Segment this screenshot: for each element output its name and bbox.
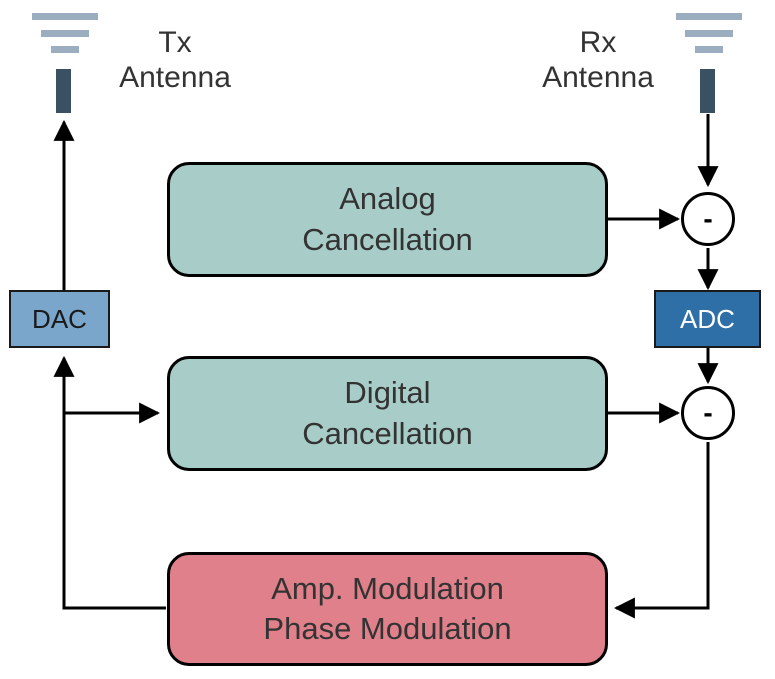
analog-block-line1: Analog bbox=[339, 181, 436, 217]
rx-antenna-icon bbox=[676, 13, 742, 113]
rx-antenna-label: Rx Antenna bbox=[528, 25, 668, 96]
rx-antenna-label-line2: Antenna bbox=[542, 61, 654, 95]
digital-block-line2: Cancellation bbox=[302, 415, 473, 451]
modulation-block: Amp. Modulation Phase Modulation bbox=[167, 552, 608, 666]
analog-subtract-symbol: - bbox=[703, 203, 713, 234]
rx-antenna-label-line1: Rx bbox=[579, 26, 617, 59]
digital-subtract-symbol: - bbox=[703, 397, 713, 428]
tx-antenna-label-line2: Antenna bbox=[119, 61, 231, 95]
dac-block: DAC bbox=[9, 290, 110, 348]
analog-block-line2: Cancellation bbox=[302, 221, 473, 257]
digital-sum-to-modulation-arrow bbox=[613, 442, 710, 619]
modulation-to-dac-arrow bbox=[53, 355, 166, 610]
dac-label: DAC bbox=[32, 303, 87, 334]
digital-block-line1: Digital bbox=[344, 375, 431, 411]
analog-cancellation-block: Analog Cancellation bbox=[167, 162, 608, 277]
adc-block: ADC bbox=[654, 290, 761, 348]
modulation-block-line2: Phase Modulation bbox=[263, 611, 512, 646]
tx-antenna-icon bbox=[32, 13, 98, 113]
analog-subtract-node: - bbox=[681, 192, 735, 246]
digital-subtract-node: - bbox=[681, 386, 735, 440]
adc-label: ADC bbox=[680, 303, 735, 334]
digital-cancellation-block: Digital Cancellation bbox=[167, 356, 608, 471]
tx-antenna-label: Tx Antenna bbox=[105, 25, 245, 96]
modulation-block-line1: Amp. Modulation bbox=[271, 570, 504, 606]
tx-antenna-label-line1: Tx bbox=[158, 26, 192, 59]
